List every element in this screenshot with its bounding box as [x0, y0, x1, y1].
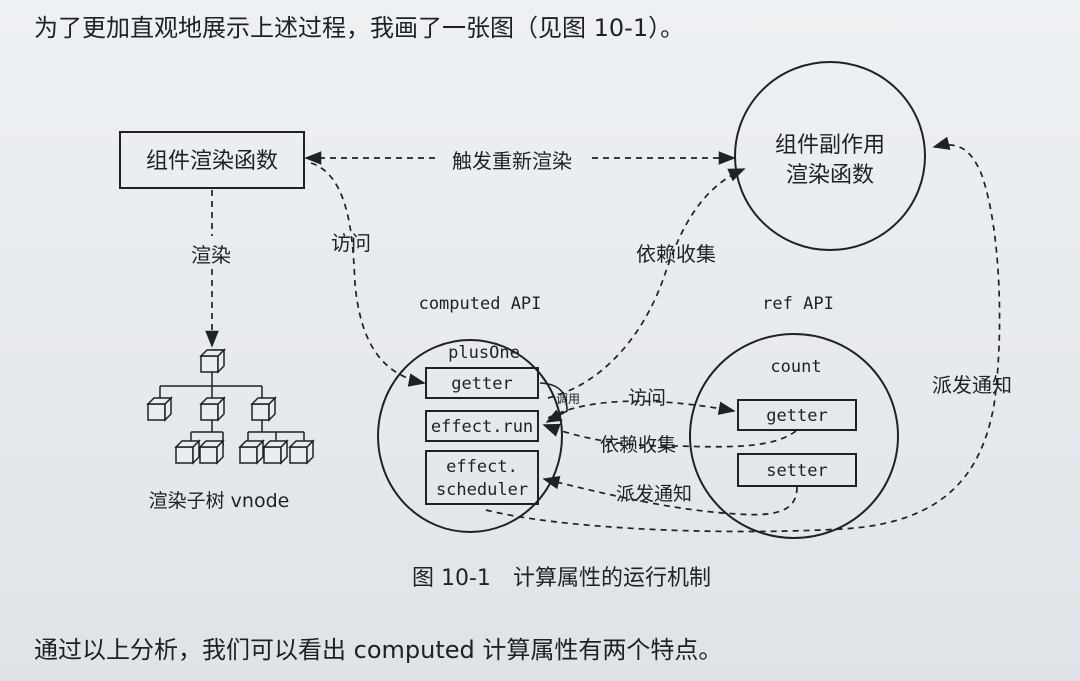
- ref-api-label: ref API: [762, 294, 834, 314]
- side-effect-render-label-line-1: 组件副作用: [775, 133, 885, 158]
- intro-paragraph: 为了更加直观地展示上述过程，我画了一张图（见图 10-1）。: [34, 14, 685, 42]
- side-effect-render-label-line-2: 渲染函数: [786, 163, 874, 188]
- render-label: 渲染: [191, 243, 231, 267]
- effect-run-box: [425, 410, 539, 442]
- vnode-tree-icon: [146, 348, 315, 465]
- trigger-rerender-label: 触发重新渲染: [452, 149, 572, 173]
- dispatch-notify-arrow-1: [542, 475, 798, 516]
- outro-paragraph: 通过以上分析，我们可以看出 computed 计算属性有两个特点。: [34, 636, 723, 664]
- render-function-label: 组件渲染函数: [146, 149, 278, 174]
- access-label-1: 访问: [331, 231, 371, 255]
- ref-getter-label: getter: [766, 406, 827, 426]
- effect-scheduler-label-line-2: scheduler: [436, 480, 528, 500]
- plus-one-label: plusOne: [448, 343, 520, 363]
- effect-run-label: effect.run: [431, 417, 533, 437]
- effect-scheduler-label-line-1: effect.: [446, 457, 518, 477]
- computed-api-label: computed API: [419, 294, 542, 314]
- ref-setter-box: [737, 453, 857, 487]
- access-arrow-2: [547, 400, 736, 419]
- access-arrow: [310, 162, 426, 387]
- ref-circle: [689, 333, 899, 539]
- count-label: count: [770, 357, 821, 377]
- dispatch-notify-arrow-2: [485, 136, 1001, 533]
- dispatch-notify-label-1: 派发通知: [616, 483, 692, 505]
- dependency-collect-arrow-2: [542, 423, 797, 448]
- dependency-collect-arrow-top: [547, 168, 746, 399]
- call-label: 调用: [556, 392, 580, 406]
- figure-caption: 图 10-1 计算属性的运行机制: [412, 564, 711, 594]
- dependency-collect-label-1: 依赖收集: [636, 242, 716, 266]
- figure-title: 计算属性的运行机制: [512, 566, 711, 591]
- computed-getter-label: getter: [451, 374, 512, 394]
- subtree-label: 渲染子树 vnode: [149, 490, 290, 512]
- computed-circle: [377, 339, 563, 533]
- access-label-2: 访问: [628, 387, 666, 409]
- dependency-collect-label-2: 依赖收集: [600, 434, 676, 456]
- computed-getter-box: [425, 367, 539, 399]
- call-arrow: [539, 382, 568, 423]
- dispatch-notify-label-2: 派发通知: [932, 373, 1012, 397]
- figure-number: 图 10-1: [412, 566, 491, 591]
- render-function-box: [119, 131, 305, 189]
- ref-setter-label: setter: [766, 461, 827, 481]
- effect-scheduler-box: [425, 450, 539, 505]
- ref-getter-box: [737, 399, 857, 431]
